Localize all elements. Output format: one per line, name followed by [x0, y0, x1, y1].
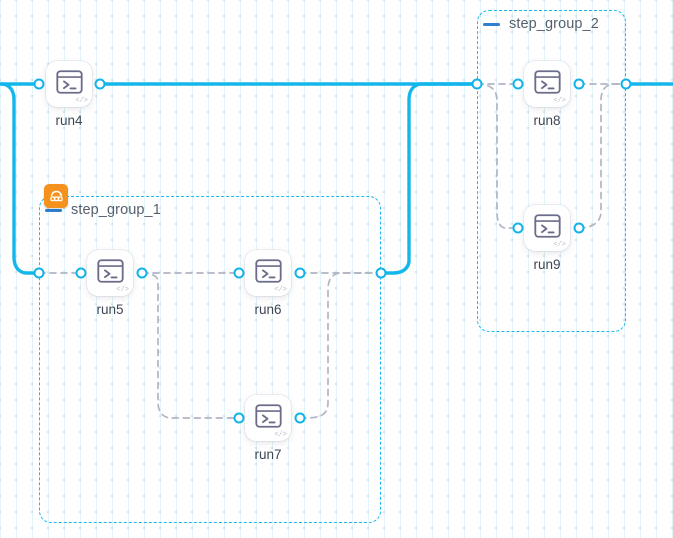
- code-glyph-icon: </>: [274, 286, 287, 294]
- dashed-edge-group: [38, 83, 627, 419]
- code-glyph-icon: </>: [116, 286, 129, 294]
- port-run6-out[interactable]: [294, 267, 306, 279]
- node-label-run6: run6: [254, 302, 282, 317]
- node-run9[interactable]: </> run9: [524, 205, 570, 272]
- group-container-step_group_1[interactable]: [39, 196, 381, 523]
- node-card-run5[interactable]: </>: [87, 250, 133, 296]
- node-card-run9[interactable]: </>: [524, 205, 570, 251]
- edge-run7-to-group1out[interactable]: [299, 272, 382, 419]
- terminal-icon: [96, 258, 124, 288]
- port-run5-out[interactable]: [136, 267, 148, 279]
- node-run7[interactable]: </> run7: [245, 395, 291, 462]
- node-label-run5: run5: [96, 302, 124, 317]
- edge-run5out-to-run7[interactable]: [141, 272, 240, 419]
- collapse-minus-bar-icon[interactable]: [483, 22, 500, 26]
- code-glyph-icon: </>: [274, 431, 287, 439]
- terminal-icon: [254, 258, 282, 288]
- port-group1-in[interactable]: [33, 267, 45, 279]
- node-card-run7[interactable]: </>: [245, 395, 291, 441]
- code-glyph-icon: </>: [553, 241, 566, 249]
- port-group2-out[interactable]: [620, 78, 632, 90]
- main-edge-group: [0, 82, 673, 275]
- node-label-run9: run9: [533, 257, 561, 272]
- terminal-icon: [533, 69, 561, 99]
- group-title-step_group_1: step_group_1: [71, 202, 161, 218]
- group-header-step_group_1[interactable]: step_group_1: [45, 202, 161, 218]
- edge-left-branch-to-group1[interactable]: [0, 82, 41, 275]
- node-card-run8[interactable]: </>: [524, 61, 570, 107]
- node-run8[interactable]: </> run8: [524, 61, 570, 128]
- code-glyph-icon: </>: [553, 97, 566, 105]
- port-run6-in[interactable]: [233, 267, 245, 279]
- port-run4-in[interactable]: [33, 78, 45, 90]
- group-container-step_group_2[interactable]: [477, 10, 626, 332]
- terminal-icon: [254, 403, 282, 433]
- collapse-minus-bar-icon[interactable]: [45, 208, 62, 212]
- port-run7-in[interactable]: [233, 412, 245, 424]
- loop-items-icon[interactable]: [44, 184, 68, 208]
- port-run4-out[interactable]: [94, 78, 106, 90]
- group-title-step_group_2: step_group_2: [509, 16, 599, 32]
- port-run5-in[interactable]: [75, 267, 87, 279]
- port-run8-in[interactable]: [512, 78, 524, 90]
- node-run5[interactable]: </> run5: [87, 250, 133, 317]
- port-group2-in[interactable]: [471, 78, 483, 90]
- node-label-run7: run7: [254, 447, 282, 462]
- code-glyph-icon: </>: [75, 97, 88, 105]
- terminal-icon: [533, 213, 561, 243]
- node-run6[interactable]: </> run6: [245, 250, 291, 317]
- node-label-run8: run8: [533, 113, 561, 128]
- node-card-run4[interactable]: </>: [46, 61, 92, 107]
- node-run4[interactable]: </> run4: [46, 61, 92, 128]
- terminal-icon: [55, 69, 83, 99]
- port-run9-in[interactable]: [512, 222, 524, 234]
- node-label-run4: run4: [55, 113, 83, 128]
- node-card-run6[interactable]: </>: [245, 250, 291, 296]
- group-header-step_group_2[interactable]: step_group_2: [483, 16, 599, 32]
- edge-run9-to-group2out[interactable]: [578, 83, 627, 229]
- port-run7-out[interactable]: [294, 412, 306, 424]
- edge-group2in-to-run9[interactable]: [476, 83, 519, 229]
- port-group1-out[interactable]: [375, 267, 387, 279]
- port-run9-out[interactable]: [573, 222, 585, 234]
- port-run8-out[interactable]: [573, 78, 585, 90]
- edge-group1-out-to-main[interactable]: [379, 82, 479, 275]
